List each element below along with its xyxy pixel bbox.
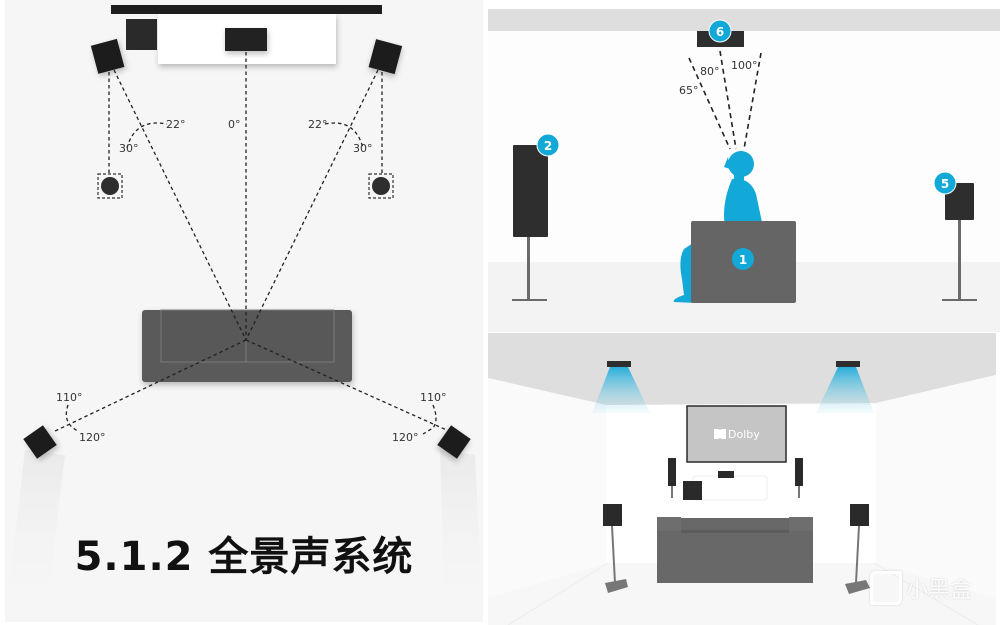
sofa-top-view	[142, 309, 352, 382]
perspective-room-diagram: Dolby	[488, 333, 996, 625]
tv-console	[692, 475, 768, 501]
elevation-lines	[688, 50, 762, 150]
subwoofer-icon	[683, 481, 702, 500]
front-right-speaker-icon	[795, 458, 803, 498]
height-left-speaker-icon	[97, 173, 123, 199]
angle-front-right-outer: 30°	[353, 142, 373, 155]
rear-left-beam	[5, 450, 65, 622]
badge-front-speaker: 2	[536, 133, 560, 157]
height-left-speaker-icon	[592, 361, 650, 413]
svg-text:6: 6	[716, 25, 724, 39]
rear-right-beam	[440, 450, 483, 622]
angle-surround-right-lower: 120°	[392, 431, 419, 444]
surround-left-speaker-icon	[23, 425, 57, 459]
angle-surround-right-upper: 110°	[420, 391, 447, 404]
dolby-logo-icon	[714, 429, 726, 439]
side-view-diagram: 65° 80° 100° 6	[488, 9, 1000, 332]
right-wall	[874, 375, 996, 598]
watermark-text: 小黑盒	[905, 578, 972, 603]
top-view-svg: 22° 30° 0° 22° 30° 110° 120° 110° 120°	[5, 5, 483, 622]
svg-text:1: 1	[739, 253, 747, 267]
elevation-angle-65: 65°	[679, 84, 699, 97]
angle-front-left-inner: 22°	[166, 118, 186, 131]
front-speaker-icon	[512, 145, 548, 301]
left-wall	[488, 378, 608, 598]
diagram-title: 5.1.2 全景声系统	[74, 534, 414, 580]
angle-surround-left-upper: 110°	[56, 391, 83, 404]
tv-screen	[111, 5, 382, 14]
sofa	[657, 517, 813, 583]
angle-front-right-inner: 22°	[308, 118, 328, 131]
subwoofer-icon	[126, 19, 157, 50]
watermark-logo-icon	[869, 571, 902, 605]
badge-surround-speaker: 5	[933, 171, 957, 195]
elevation-angle-100: 100°	[731, 59, 758, 72]
screen-brand-label: Dolby	[728, 428, 760, 441]
angle-center: 0°	[228, 118, 241, 131]
front-left-speaker-icon	[668, 458, 676, 498]
top-view-diagram: 22° 30° 0° 22° 30° 110° 120° 110° 120° 5…	[5, 0, 483, 622]
angle-front-left-outer: 30°	[119, 142, 139, 155]
surround-left-speaker-icon	[603, 504, 628, 593]
badge-listener: 1	[732, 248, 754, 270]
watermark: 小黑盒	[869, 571, 972, 605]
angle-surround-left-lower: 120°	[79, 431, 106, 444]
front-left-speaker-icon	[90, 38, 125, 74]
surround-right-speaker-icon	[845, 504, 870, 594]
center-speaker-icon	[718, 471, 734, 478]
surround-right-speaker-icon	[437, 425, 471, 459]
height-right-speaker-icon	[368, 173, 394, 199]
surround-speaker-icon	[942, 183, 977, 301]
elevation-angle-80: 80°	[700, 65, 720, 78]
angle-guide-lines	[52, 52, 452, 435]
center-speaker-icon	[225, 28, 267, 51]
badge-height-speaker: 6	[708, 19, 732, 43]
listener-silhouette-icon	[673, 151, 763, 303]
front-right-speaker-icon	[368, 39, 403, 75]
perspective-svg: Dolby	[488, 333, 996, 625]
dolby-screen: Dolby	[686, 405, 787, 463]
svg-text:5: 5	[941, 177, 949, 191]
ceiling	[488, 9, 1000, 31]
height-right-speaker-icon	[816, 361, 874, 413]
svg-text:2: 2	[544, 139, 552, 153]
side-view-svg: 65° 80° 100° 6	[488, 9, 1000, 332]
